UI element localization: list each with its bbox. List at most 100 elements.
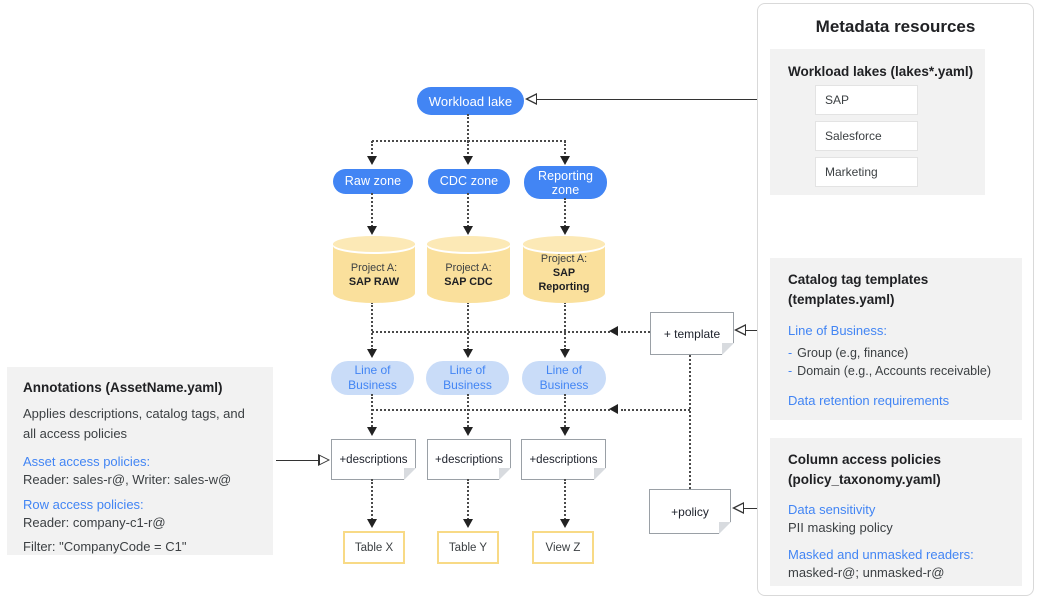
arrowhead-down-icon [463,156,473,165]
list-item-text: Group (e.g, finance) [797,346,909,360]
readers-heading: Masked and unmasked readers: [788,547,974,562]
data-retention-heading: Data retention requirements [788,393,950,408]
catalog-templates-section: Catalog tag templates (templates.yaml) L… [770,258,1022,420]
table-x-node: Table X [343,531,405,564]
reporting-zone-node: Reporting zone [524,166,607,199]
catalog-templates-heading-file: (templates.yaml) [788,292,895,307]
arrowhead-down-icon [463,427,473,436]
data-sensitivity-value: PII masking policy [788,520,893,535]
annotations-description: Applies descriptions, catalog tags, and … [23,406,245,441]
workload-lakes-heading: Workload lakes (lakes*.yaml) [788,64,974,79]
view-z-node: View Z [532,531,594,564]
descriptions-note: +descriptions [331,439,417,481]
row-access-heading: Row access policies: [23,497,144,512]
arrowhead-down-icon [463,226,473,235]
arrowhead-down-icon [367,226,377,235]
connector-line [537,99,815,100]
list-bullet: - [788,346,793,360]
line-of-business-node: Line of Business [331,361,414,395]
arrowhead-down-icon [560,519,570,528]
dotted-connector [372,409,610,411]
annotations-panel: Annotations (AssetName.yaml) Applies des… [7,367,273,555]
catalog-templates-heading: Catalog tag templates [788,272,929,287]
column-policies-heading-file: (policy_taxonomy.yaml) [788,472,941,487]
annotations-panel-title: Annotations (AssetName.yaml) [23,380,223,395]
project-sap-raw-cylinder: Project A: SAP RAW [333,236,415,303]
dotted-connector [467,193,469,227]
asset-access-heading: Asset access policies: [23,454,151,469]
list-item: - Domain (e.g., Accounts receivable) [788,362,1004,380]
lake-item-salesforce: Salesforce [815,121,918,151]
arrowhead-down-icon [560,156,570,165]
project-name: SAP CDC [444,276,493,288]
lake-item-marketing: Marketing [815,157,918,187]
dotted-connector [467,141,469,158]
dotted-connector [467,479,469,520]
arrowhead-left-icon [609,326,618,336]
raw-zone-node: Raw zone [333,169,413,194]
dotted-connector [371,193,373,227]
column-policies-heading: Column access policies [788,452,942,467]
workload-lake-node: Workload lake [417,87,524,115]
list-item: - Group (e.g, finance) [788,344,1004,362]
dotted-connector [467,114,469,142]
arrowhead-down-icon [560,226,570,235]
cylinder-label: Project A: SAP RAW [333,250,415,300]
project-sap-cdc-cylinder: Project A: SAP CDC [427,236,510,303]
template-note: + template [650,312,735,356]
dotted-connector [467,302,469,350]
connector-line [276,460,318,461]
arrowhead-down-icon [367,427,377,436]
cylinder-body [523,244,605,303]
arrowhead-down-icon [560,427,570,436]
project-prefix: Project A: [350,262,398,274]
list-bullet: - [788,364,793,378]
table-y-node: Table Y [437,531,499,564]
descriptions-note: +descriptions [521,439,607,481]
cylinder-label: Project A: SAP Reporting [523,248,605,298]
arrowhead-down-icon [367,519,377,528]
arrowhead-down-icon [463,349,473,358]
line-of-business-node: Line of Business [522,361,606,395]
project-name: SAP RAW [348,276,400,288]
dotted-connector [564,141,566,158]
line-of-business-node: Line of Business [426,361,509,395]
policy-note: +policy [649,489,732,535]
dotted-connector [564,479,566,520]
project-name: SAP Reporting [538,267,590,293]
readers-value: masked-r@; unmasked-r@ [788,565,945,580]
row-access-value: Reader: company-c1-r@ [23,515,166,530]
cylinder-top [427,236,510,252]
open-arrowhead-right-icon [318,454,330,466]
open-arrowhead-left-icon [525,93,537,105]
column-policies-section: Column access policies (policy_taxonomy.… [770,438,1022,586]
project-prefix: Project A: [540,253,588,265]
dotted-connector [372,331,610,333]
cylinder-top [333,236,415,252]
cdc-zone-node: CDC zone [428,169,510,194]
cylinder-body [427,244,510,303]
dotted-connector [564,302,566,350]
metadata-resources-title: Metadata resources [815,17,976,36]
project-sap-reporting-cylinder: Project A: SAP Reporting [523,236,605,303]
lake-item-sap: SAP [815,85,918,115]
cylinder-label: Project A: SAP CDC [427,250,510,300]
dotted-connector [621,331,650,333]
dotted-connector [371,302,373,350]
arrowhead-down-icon [463,519,473,528]
dotted-connector [371,479,373,520]
cylinder-body [333,244,415,303]
arrowhead-down-icon [560,349,570,358]
data-sensitivity-heading: Data sensitivity [788,502,876,517]
list-item-text: Domain (e.g., Accounts receivable) [797,364,992,378]
asset-access-value: Reader: sales-r@, Writer: sales-w@ [23,472,232,487]
dotted-connector [621,409,690,411]
arrowhead-down-icon [367,156,377,165]
open-arrowhead-left-icon [734,324,746,336]
arrowhead-left-icon [609,404,618,414]
arrowhead-down-icon [367,349,377,358]
filter-value: Filter: "CompanyCode = C1" [23,539,187,554]
project-prefix: Project A: [445,262,492,274]
dotted-connector [689,355,691,489]
